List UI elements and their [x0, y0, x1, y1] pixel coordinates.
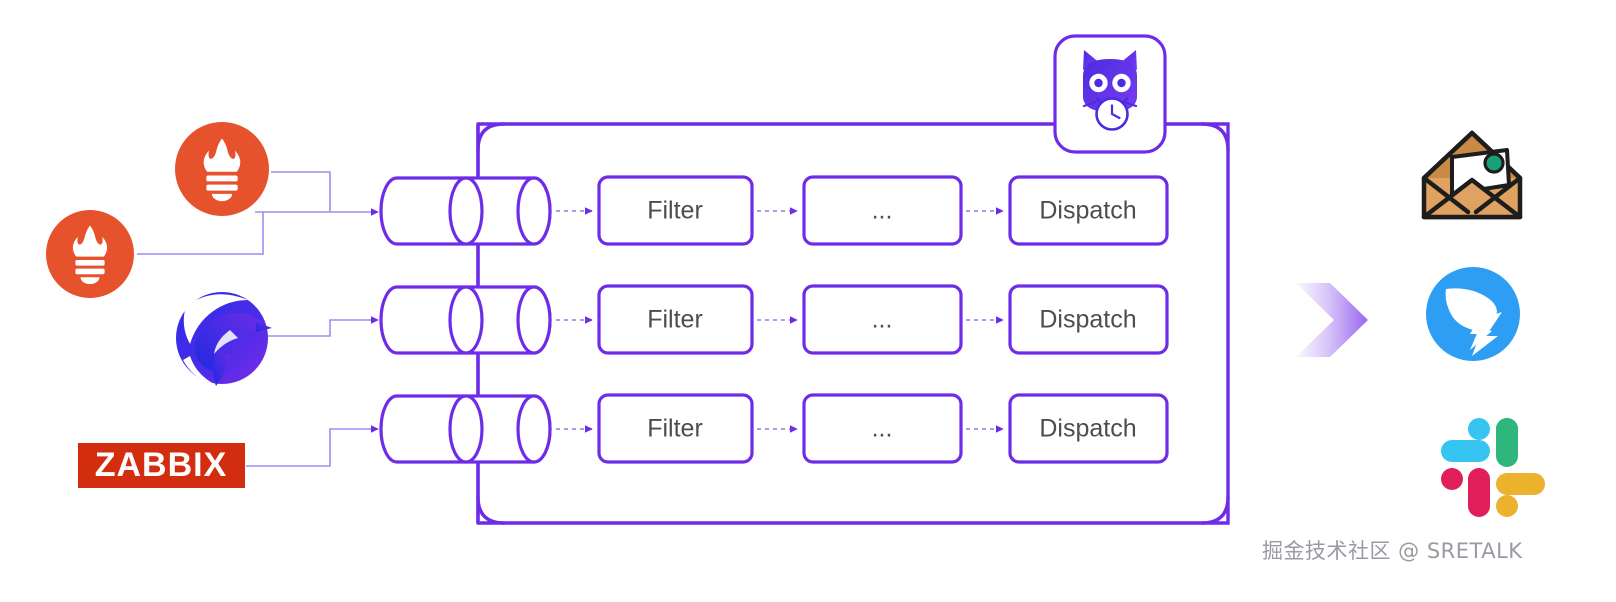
- connector-nightingale: [268, 316, 379, 337]
- stage-label-ellipsis-1: ...: [872, 197, 893, 225]
- source-connectors: [137, 171, 379, 467]
- queue-cylinder-2[interactable]: [379, 285, 552, 355]
- stage-label-dispatch-1: Dispatch: [1039, 197, 1136, 225]
- prometheus-icon: [72, 225, 108, 285]
- mascot-node[interactable]: [1053, 34, 1167, 154]
- corner-top-right: [1200, 122, 1230, 152]
- stage-box-dispatch-2[interactable]: [1008, 284, 1169, 355]
- queue-cylinder-1-cap-mid: [448, 176, 484, 246]
- stage-label-ellipsis-2: ...: [872, 306, 893, 334]
- stage-box-dispatch-3[interactable]: [1008, 393, 1169, 464]
- zabbix-wordmark: ZABBIX: [95, 446, 228, 484]
- source-icon-prometheus-2[interactable]: [46, 210, 134, 298]
- stage-label-dispatch-3: Dispatch: [1039, 415, 1136, 443]
- stage-label-dispatch-2: Dispatch: [1039, 306, 1136, 334]
- corner-top-left: [476, 122, 506, 152]
- stage-box-dispatch-1[interactable]: [1008, 175, 1169, 246]
- cat-clock-icon: [1082, 50, 1138, 131]
- corner-bottom-left: [476, 495, 506, 525]
- pipeline-row-1: Filter ... Dispatch: [379, 175, 1169, 246]
- queue-cylinder-3-cap-right: [516, 394, 552, 464]
- source-icon-prometheus-1[interactable]: [175, 122, 269, 216]
- stage-box-filter-1[interactable]: [597, 175, 754, 246]
- dest-icon-slack[interactable]: [1441, 418, 1545, 517]
- stage-label-ellipsis-3: ...: [872, 415, 893, 443]
- stage-box-ellipsis-1[interactable]: [802, 175, 963, 246]
- connector-zabbix: [246, 425, 379, 467]
- outer-loop-right-bottom: [476, 122, 1230, 525]
- stage-box-filter-3[interactable]: [597, 393, 754, 464]
- stage-box-ellipsis-3[interactable]: [802, 393, 963, 464]
- nightingale-icon: [183, 294, 272, 386]
- queue-cylinder-3[interactable]: [379, 394, 552, 464]
- queue-cylinder-1-cap-right: [516, 176, 552, 246]
- prometheus-icon: [203, 138, 241, 202]
- queue-cylinder-2-cap-right: [516, 285, 552, 355]
- pipeline-row-3: Filter ... Dispatch: [379, 393, 1169, 464]
- corner-bottom-right: [1200, 495, 1230, 525]
- pipeline-row-2: Filter ... Dispatch: [379, 284, 1169, 355]
- queue-cylinder-3-cap-mid: [448, 394, 484, 464]
- connector-prometheus-1: [271, 171, 331, 212]
- stage-label-filter-2: Filter: [647, 306, 703, 334]
- queue-cylinder-1[interactable]: [379, 176, 552, 246]
- stage-box-ellipsis-2[interactable]: [802, 284, 963, 355]
- dest-icon-email[interactable]: [1421, 130, 1523, 220]
- dingtalk-icon: [1445, 288, 1502, 356]
- envelope-icon: [1421, 130, 1523, 220]
- chevron-shape: [1296, 283, 1368, 357]
- source-icon-nightingale[interactable]: [176, 292, 272, 386]
- watermark-text: 掘金技术社区 @ SRETALK: [1262, 539, 1523, 563]
- zabbix-box: [78, 443, 245, 488]
- stage-box-filter-2[interactable]: [597, 284, 754, 355]
- chevron-right-gradient-icon: [1296, 283, 1368, 357]
- slack-icon: [1441, 418, 1545, 517]
- stage-label-filter-1: Filter: [647, 197, 703, 225]
- connector-prometheus-2: [137, 212, 264, 255]
- queue-cylinder-2-cap-mid: [448, 285, 484, 355]
- dest-icon-dingtalk[interactable]: [1426, 267, 1520, 361]
- source-icon-zabbix[interactable]: ZABBIX: [78, 443, 245, 488]
- stage-label-filter-3: Filter: [647, 415, 703, 443]
